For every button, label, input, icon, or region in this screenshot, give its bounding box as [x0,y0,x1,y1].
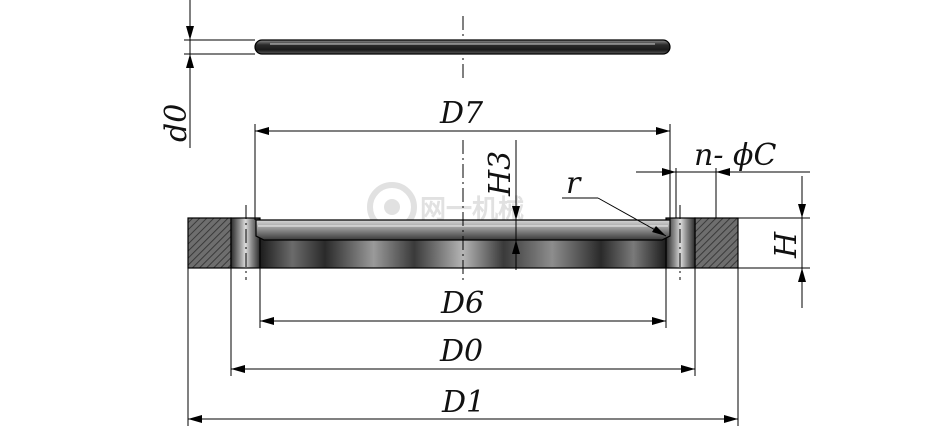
label-n-phi-c: n- ϕC [694,138,776,173]
dimension-d7: D7 [254,96,671,220]
left-flange-section [187,217,232,269]
dimension-holes: n- ϕC [636,138,810,218]
dimension-d0: d0 [159,0,255,148]
label-d7: D7 [439,96,484,131]
dimension-d6: D6 [259,268,667,328]
right-flange-section [694,217,739,269]
dimension-h: H [738,176,810,308]
label-r: r [566,166,582,201]
gasket-cross-section [187,140,739,282]
label-d1: D1 [441,385,485,420]
o-ring-body [254,39,671,55]
label-h: H [769,231,804,259]
label-d6: D6 [440,286,484,321]
dimension-h3: H3 [483,140,520,270]
o-ring-view [254,16,671,82]
label-h3: H3 [483,151,518,197]
radius-callout: r [562,166,667,237]
dimension-d0-diameter: D0 [230,268,696,376]
label-d0-diameter: D0 [439,334,483,369]
dimension-d1: D1 [187,268,739,426]
label-d0: d0 [159,104,194,142]
